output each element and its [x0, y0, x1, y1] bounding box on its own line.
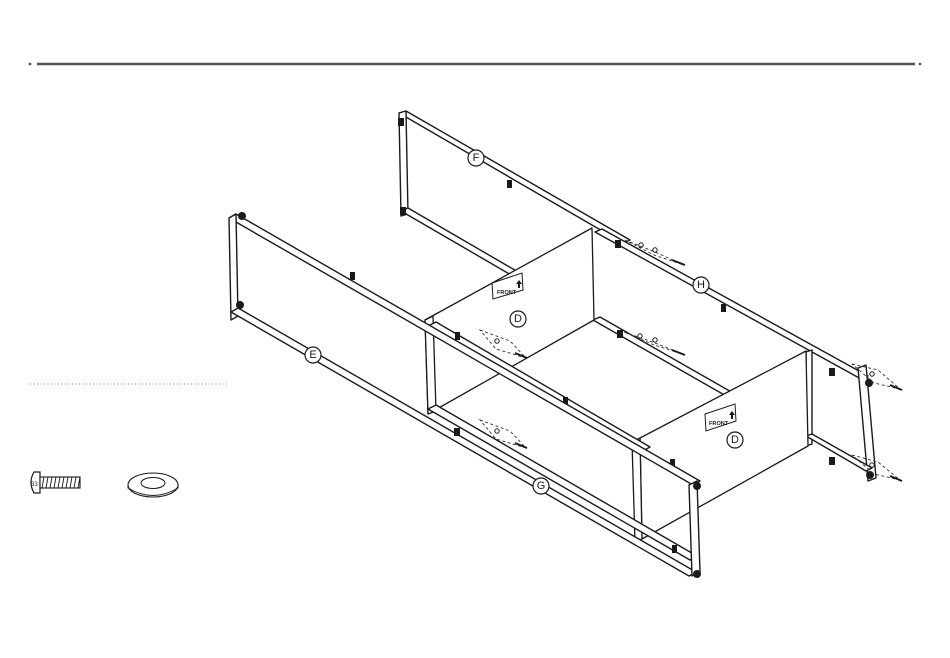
callout-g-label: G: [537, 480, 546, 492]
callout-f-label: F: [473, 152, 480, 164]
frame-f: [398, 111, 630, 279]
bolt-icon: 33: [31, 472, 80, 493]
panel-d-back: FRONT: [425, 228, 594, 414]
right-end-frame: [806, 350, 876, 481]
callout-h: H: [693, 277, 709, 293]
callout-d-back: D: [510, 311, 526, 327]
top-rule: [29, 63, 922, 66]
callout-d-front-label: D: [731, 434, 739, 446]
washer-icon: [128, 473, 178, 497]
callout-d-back-label: D: [514, 313, 522, 325]
panel-d-back-front-label: FRONT: [497, 290, 517, 296]
panel-d-front-front-label: FRONT: [709, 421, 729, 427]
callout-d-front: D: [727, 432, 743, 448]
panel-d-front: FRONT: [632, 351, 808, 542]
callout-e-label: E: [309, 349, 316, 361]
callout-g: G: [533, 478, 549, 494]
callout-e: E: [305, 347, 321, 363]
callout-h-label: H: [697, 279, 705, 291]
callout-f: F: [468, 150, 484, 166]
svg-text:33: 33: [31, 482, 38, 488]
